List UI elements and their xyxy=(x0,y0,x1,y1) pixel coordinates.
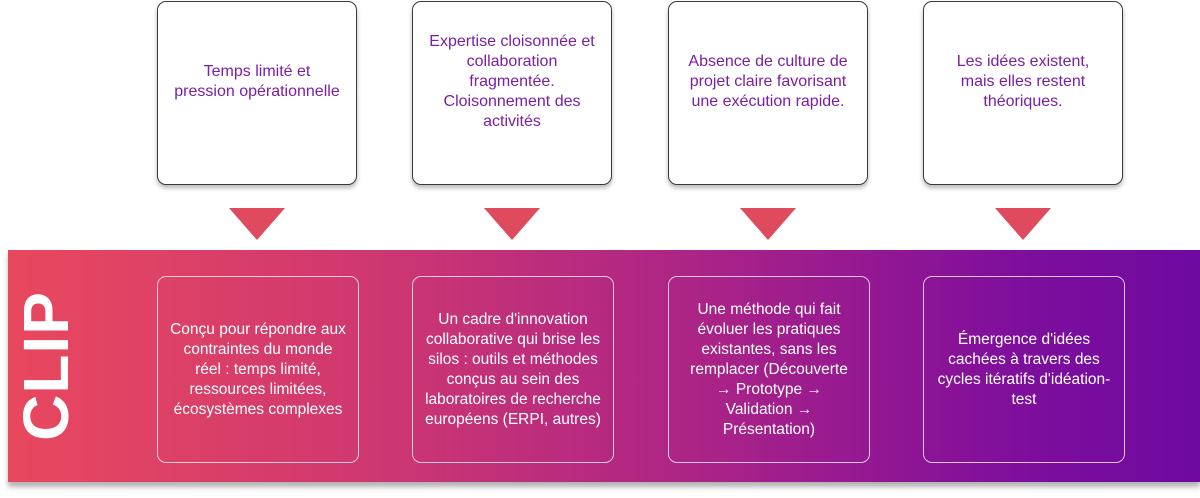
solution-text-2: Un cadre d'innovation collaborative qui … xyxy=(425,310,601,428)
problem-text-4: Les idées existent, mais elles restent t… xyxy=(956,53,1090,110)
solution-text-4: Émergence d'idées cachées à travers des … xyxy=(937,330,1111,408)
solution-text-3: Une méthode qui fait évoluer les pratiqu… xyxy=(690,300,848,438)
problem-box-1: Temps limité et pression opérationnelle xyxy=(157,1,357,185)
solution-box-4: Émergence d'idées cachées à travers des … xyxy=(923,276,1125,463)
problem-box-2: Expertise cloisonnée et collaboration fr… xyxy=(412,1,612,185)
solution-box-2: Un cadre d'innovation collaborative qui … xyxy=(412,276,614,463)
clip-band xyxy=(8,250,1200,482)
solution-box-1: Conçu pour répondre aux contraintes du m… xyxy=(157,276,359,463)
problem-text-3: Absence de culture de projet claire favo… xyxy=(688,53,848,110)
arrow-down-icon xyxy=(229,208,285,240)
clip-label: CLIP xyxy=(10,291,82,441)
solution-text-1: Conçu pour répondre aux contraintes du m… xyxy=(170,320,346,418)
problem-text-1: Temps limité et pression opérationnelle xyxy=(174,63,340,100)
problem-box-4: Les idées existent, mais elles restent t… xyxy=(923,1,1123,185)
problem-text-2: Expertise cloisonnée et collaboration fr… xyxy=(429,33,595,130)
arrow-down-icon xyxy=(740,208,796,240)
arrow-down-icon xyxy=(995,208,1051,240)
arrow-down-icon xyxy=(484,208,540,240)
solution-box-3: Une méthode qui fait évoluer les pratiqu… xyxy=(668,276,870,463)
problem-box-3: Absence de culture de projet claire favo… xyxy=(668,1,868,185)
